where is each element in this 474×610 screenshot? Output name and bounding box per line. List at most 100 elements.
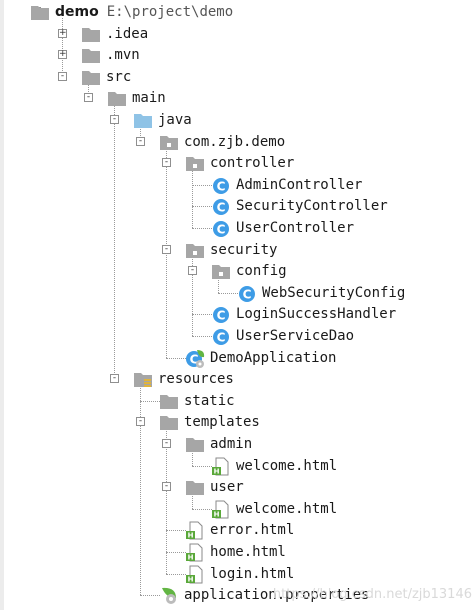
tree-guide-line <box>140 126 141 142</box>
tree-connector <box>192 336 212 337</box>
tree-node-security[interactable]: -security <box>0 240 474 261</box>
tree-guide-line <box>62 18 63 77</box>
tree-guide-line <box>140 385 141 596</box>
svg-text:H: H <box>214 510 220 518</box>
tree-node-label: com.zjb.demo <box>184 133 286 150</box>
spring-class-icon: C <box>185 349 205 368</box>
tree-node-config[interactable]: - config <box>0 261 474 282</box>
tree-node-label: LoginSuccessHandler <box>236 306 397 323</box>
tree-node-label: user <box>210 479 244 496</box>
expand-toggle-icon[interactable]: + <box>58 27 67 38</box>
tree-guide-line <box>114 104 115 380</box>
folder-icon <box>81 25 101 44</box>
tree-node-label: src <box>106 68 132 85</box>
tree-node-resources[interactable]: -resources <box>0 369 474 390</box>
svg-text:H: H <box>188 575 194 583</box>
tree-node-websecurityconfig[interactable]: C WebSecurityConfig <box>0 283 474 304</box>
package-icon <box>211 262 231 281</box>
class-icon: C <box>211 305 231 324</box>
svg-text:H: H <box>188 554 194 562</box>
tree-node-user[interactable]: - user <box>0 477 474 498</box>
tree-guide-line <box>192 450 193 466</box>
tree-guide-line <box>192 493 193 509</box>
tree-node-mvn[interactable]: +.mvn <box>0 45 474 66</box>
collapse-toggle-icon[interactable]: - <box>58 71 67 81</box>
tree-node-com-zjb-demo[interactable]: - com.zjb.demo <box>0 132 474 153</box>
collapse-toggle-icon[interactable]: - <box>84 93 93 103</box>
collapse-toggle-icon[interactable]: - <box>162 244 171 254</box>
tree-node-label: config <box>236 263 287 280</box>
tree-connector <box>192 206 212 208</box>
tree-node-label: welcome.html <box>236 457 338 474</box>
tree-connector <box>192 314 212 316</box>
collapse-toggle-icon[interactable]: - <box>136 417 145 427</box>
tree-node-label: AdminController <box>236 176 363 193</box>
package-icon <box>159 133 179 152</box>
tree-node-application-properties[interactable]: application.properties <box>0 585 474 606</box>
properties-icon <box>159 586 179 605</box>
tree-node-label: templates <box>184 414 260 431</box>
tree-node-static[interactable]: static <box>0 391 474 412</box>
project-path: E:\project\demo <box>106 4 234 20</box>
expand-toggle-icon[interactable]: + <box>58 49 67 60</box>
tree-connector <box>166 552 186 553</box>
tree-node-templates[interactable]: - templates <box>0 412 474 433</box>
svg-text:H: H <box>188 532 194 540</box>
collapse-toggle-icon[interactable]: - <box>162 439 171 448</box>
folder-icon <box>185 435 205 454</box>
collapse-toggle-icon[interactable]: - <box>162 158 171 168</box>
tree-node-controller[interactable]: - controller <box>0 153 474 174</box>
html-icon: H <box>211 457 231 476</box>
tree-node-label: UserServiceDao <box>236 328 355 344</box>
folder-icon <box>159 413 179 432</box>
class-icon: C <box>237 284 257 303</box>
folder-icon <box>185 478 205 497</box>
class-icon: C <box>211 197 231 216</box>
tree-connector <box>192 465 212 467</box>
collapse-toggle-icon[interactable]: - <box>162 482 171 492</box>
tree-node-label: application.properties <box>184 587 370 604</box>
collapse-toggle-icon[interactable]: - <box>110 115 119 124</box>
tree-node-main[interactable]: -main <box>0 88 474 109</box>
tree-node-label: WebSecurityConfig <box>262 284 406 301</box>
folder-icon <box>81 46 101 65</box>
tree-node-userservicedao[interactable]: C UserServiceDao <box>0 326 474 347</box>
collapse-toggle-icon[interactable]: - <box>188 266 197 276</box>
tree-node-demoapplication[interactable]: C DemoApplication <box>0 348 474 369</box>
folder-icon <box>81 68 101 87</box>
tree-node-label: error.html <box>210 522 295 539</box>
tree-node-loginsuccesshandler[interactable]: C LoginSuccessHandler <box>0 304 474 325</box>
package-icon <box>185 241 205 260</box>
tree-node-src[interactable]: - src <box>0 67 474 88</box>
tree-node-label: static <box>184 392 235 409</box>
tree-node-label: controller <box>210 155 295 172</box>
svg-text:C: C <box>217 201 226 215</box>
class-icon: C <box>211 219 231 238</box>
tree-node-label: DemoApplication <box>210 349 337 366</box>
tree-node-java[interactable]: -java <box>0 110 474 131</box>
tree-node-label: admin <box>210 436 253 452</box>
tree-node-admin[interactable]: - admin <box>0 434 474 455</box>
html-icon: H <box>185 565 205 584</box>
tree-node-idea[interactable]: +.idea <box>0 24 474 45</box>
class-icon: C <box>211 327 231 346</box>
package-icon <box>185 154 205 173</box>
svg-text:C: C <box>217 331 226 345</box>
tree-connector <box>140 595 160 597</box>
collapse-toggle-icon[interactable]: - <box>110 374 119 384</box>
tree-connector <box>192 228 212 229</box>
svg-text:C: C <box>217 223 226 237</box>
collapse-toggle-icon[interactable]: - <box>136 136 145 146</box>
html-icon: H <box>185 543 205 562</box>
